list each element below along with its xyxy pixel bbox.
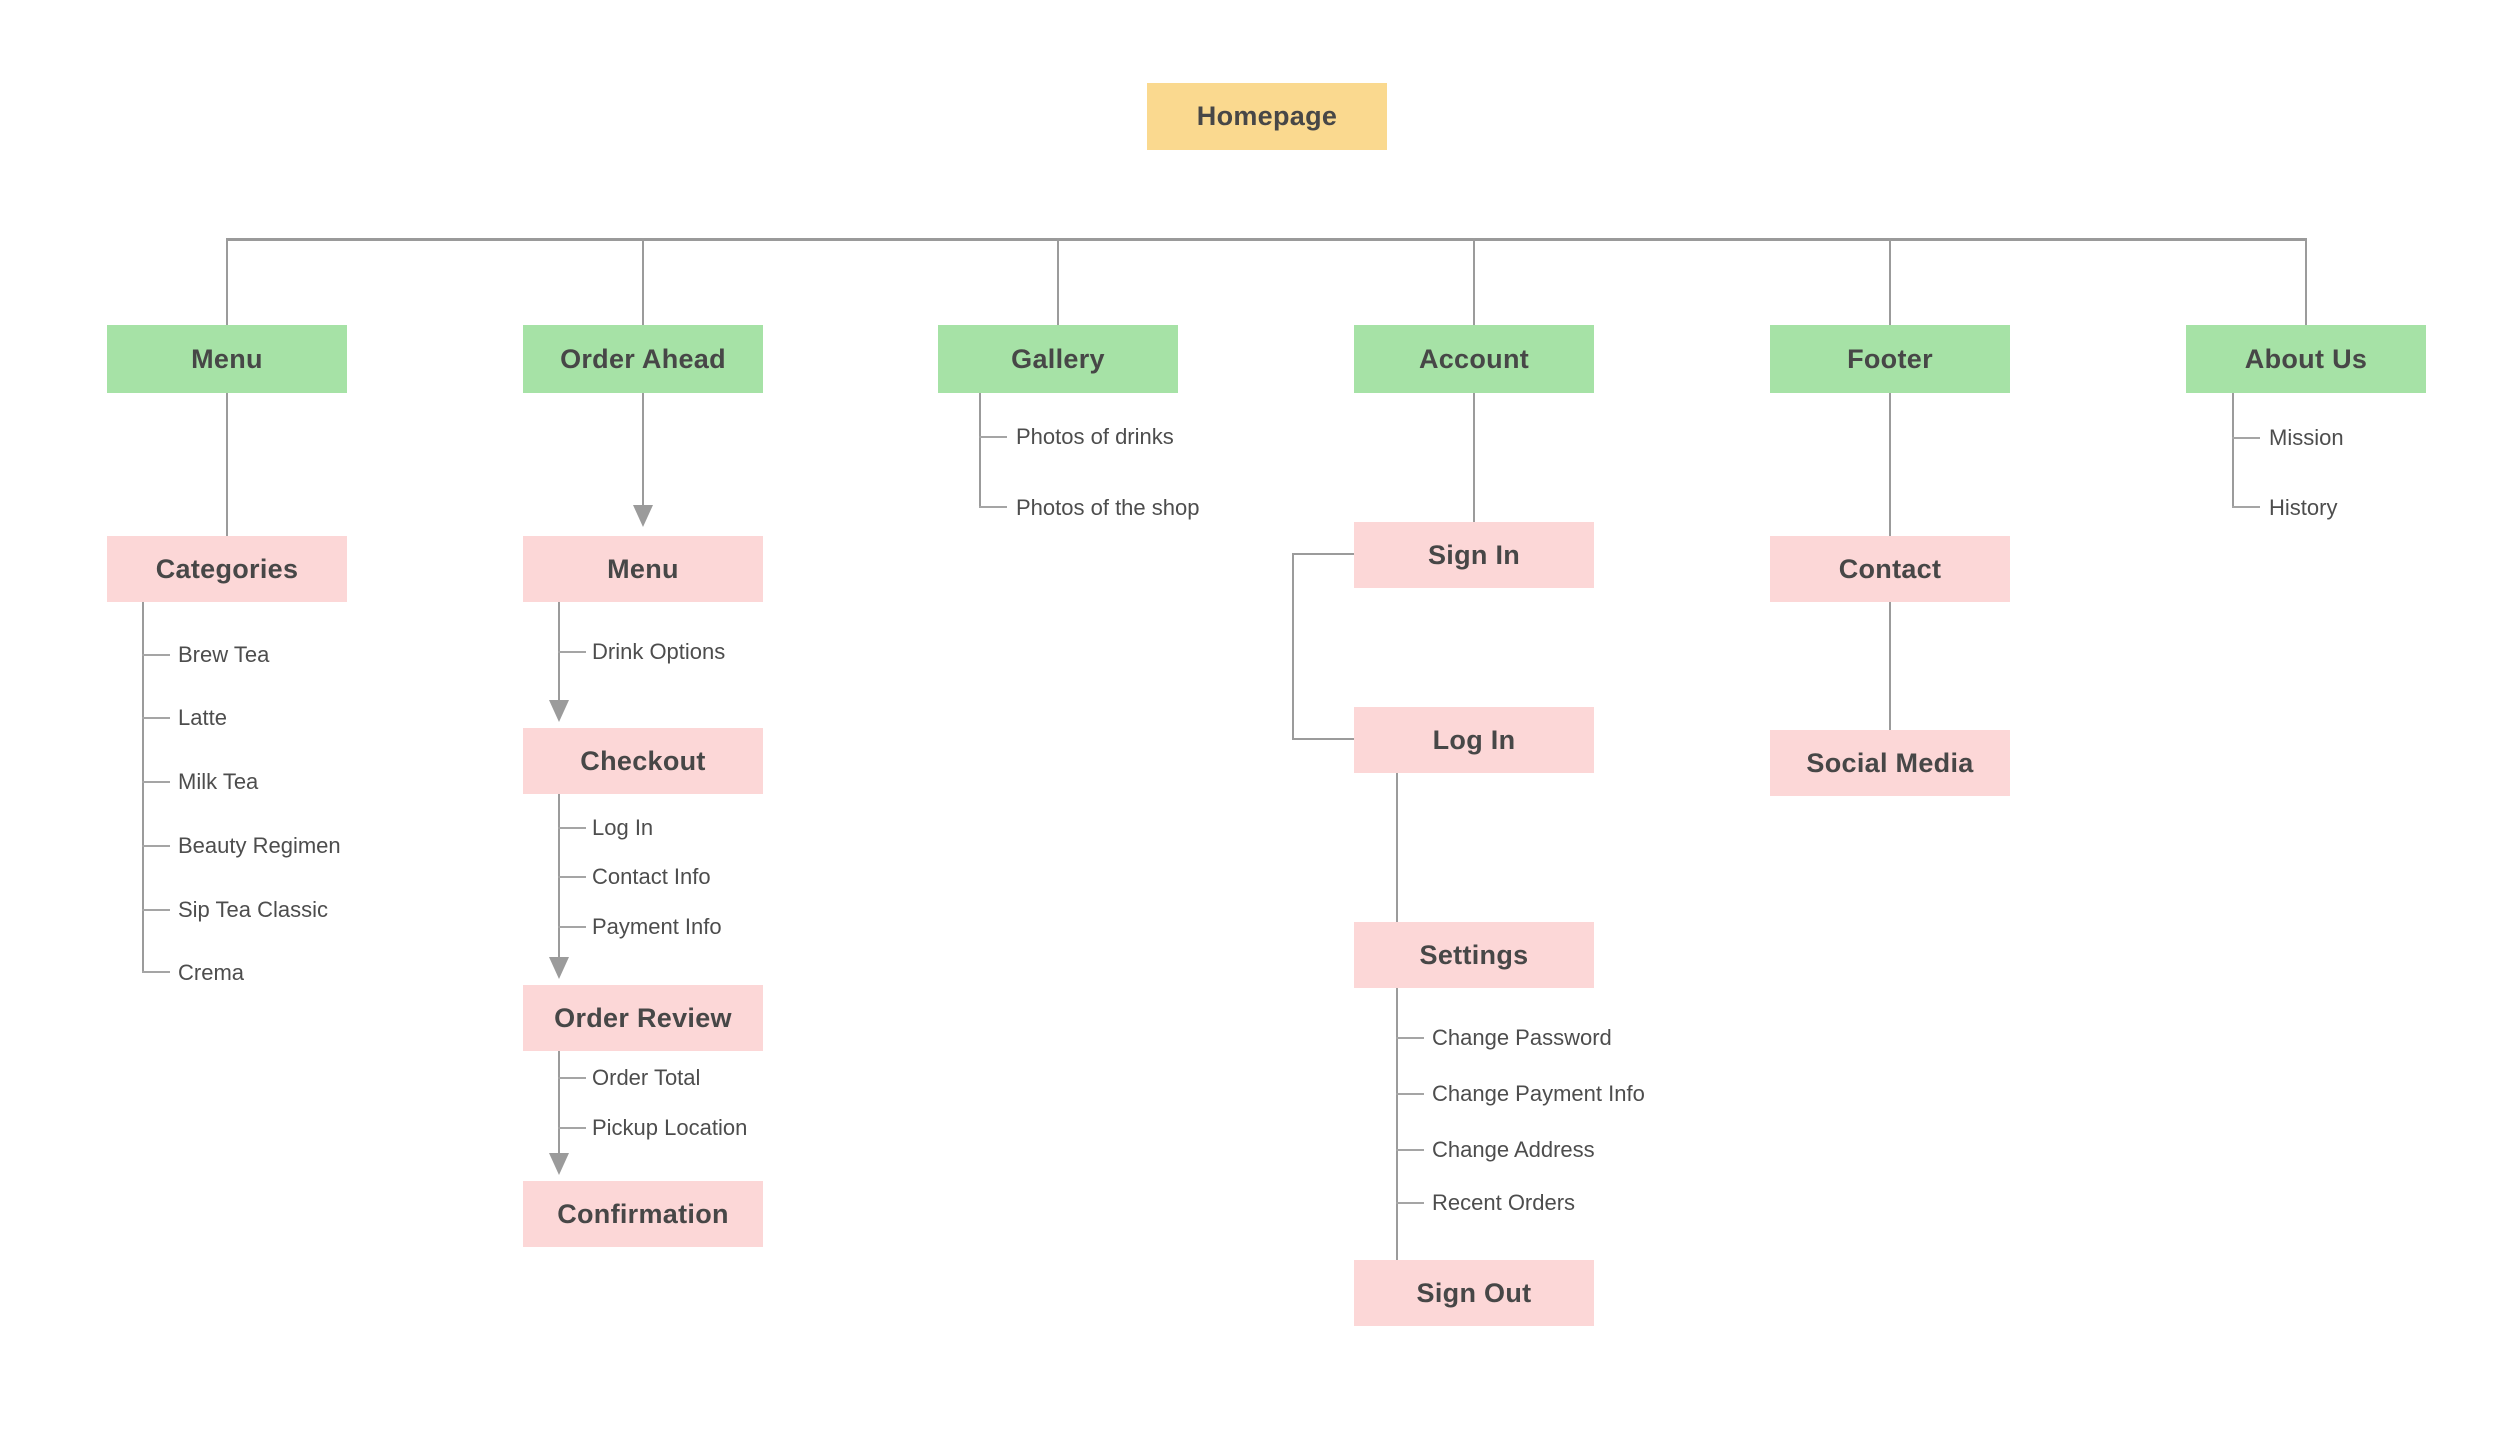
node-about-us: About Us [2186,325,2426,393]
leaf-change-payment-info: Change Payment Info [1432,1081,1645,1106]
arrowhead-down-icon [633,505,653,527]
tick-change-payment-info [1396,1093,1424,1095]
connector-footer-contact [1889,393,1891,536]
leaf-crema: Crema [178,960,245,985]
trunk-connector [226,238,2306,241]
connector-settings-sign-out [1396,988,1398,1260]
node-log-in: Log In [1354,707,1594,773]
tick-log-in [558,827,586,829]
connector-account-sign-in [1473,393,1475,522]
connector-sign-in-bracket-side [1292,553,1294,740]
connector-drop-footer [1889,238,1891,325]
tick-photos-of-drinks [979,436,1007,438]
connector-drop-gallery [1057,238,1059,325]
node-oa-menu: Menu [523,536,763,602]
node-settings: Settings [1354,922,1594,988]
connector-drop-about-us [2305,238,2307,325]
node-homepage: Homepage [1147,83,1387,150]
connector-sign-in-bracket-bottom [1292,738,1354,740]
leaf-brew-tea: Brew Tea [178,642,270,667]
node-order-review: Order Review [523,985,763,1051]
connector-menu-categories [226,393,228,536]
node-account: Account [1354,325,1594,393]
node-checkout: Checkout [523,728,763,794]
tick-photos-of-the-shop [979,506,1007,508]
leaf-recent-orders: Recent Orders [1432,1190,1576,1215]
tick-pickup-location [558,1127,586,1129]
connector-log-in-settings [1396,773,1398,922]
leaf-payment-info: Payment Info [592,914,722,939]
tick-payment-info [558,926,586,928]
leaf-drink-options: Drink Options [592,639,726,664]
tick-sip-tea-classic [142,909,170,911]
leaf-change-address: Change Address [1432,1137,1595,1162]
tick-order-total [558,1077,586,1079]
connector-order-ahead-menu [642,393,644,505]
tick-mission [2232,437,2260,439]
connector-drop-account [1473,238,1475,325]
connector-sign-in-bracket-top [1292,553,1354,555]
tick-drink-options [558,651,586,653]
connector-contact-social-media [1889,602,1891,730]
node-categories: Categories [107,536,347,602]
node-confirmation: Confirmation [523,1181,763,1247]
tick-brew-tea [142,654,170,656]
node-contact: Contact [1770,536,2010,602]
node-gallery: Gallery [938,325,1178,393]
node-sign-out: Sign Out [1354,1260,1594,1326]
node-footer: Footer [1770,325,2010,393]
leaf-photos-of-the-shop: Photos of the shop [1016,495,1200,520]
leaf-photos-of-drinks: Photos of drinks [1016,424,1174,449]
leaf-sip-tea-classic: Sip Tea Classic [178,897,328,922]
arrowhead-down-icon [549,700,569,722]
leaf-contact-info: Contact Info [592,864,711,889]
connector-checkout-order-review [558,794,560,957]
leaf-mission: Mission [2269,425,2344,450]
node-social-media: Social Media [1770,730,2010,796]
tick-latte [142,717,170,719]
leaf-milk-tea: Milk Tea [178,769,259,794]
connector-categories-items [142,602,144,973]
leaf-log-in: Log In [592,815,654,840]
connector-order-review-confirmation [558,1051,560,1153]
connector-drop-order-ahead [642,238,644,325]
node-order-ahead: Order Ahead [523,325,763,393]
leaf-order-total: Order Total [592,1065,701,1090]
connector-about-us-items [2232,393,2234,508]
tick-history [2232,506,2260,508]
tick-milk-tea [142,781,170,783]
tick-contact-info [558,876,586,878]
tick-change-password [1396,1037,1424,1039]
tick-change-address [1396,1149,1424,1151]
connector-gallery-items [979,393,981,508]
arrowhead-down-icon [549,957,569,979]
arrowhead-down-icon [549,1153,569,1175]
connector-drop-menu [226,238,228,325]
node-menu: Menu [107,325,347,393]
tick-crema [142,971,170,973]
leaf-latte: Latte [178,705,227,730]
leaf-history: History [2269,495,2338,520]
leaf-beauty-regimen: Beauty Regimen [178,833,341,858]
tick-beauty-regimen [142,845,170,847]
node-sign-in: Sign In [1354,522,1594,588]
tick-recent-orders [1396,1202,1424,1204]
leaf-pickup-location: Pickup Location [592,1115,748,1140]
leaf-change-password: Change Password [1432,1025,1612,1050]
